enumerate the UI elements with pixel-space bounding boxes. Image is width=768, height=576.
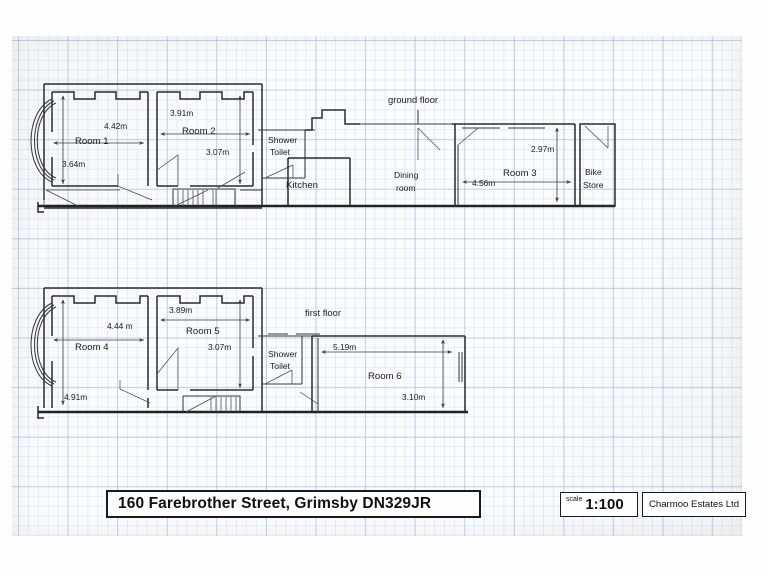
property-address: 160 Farebrother Street, Grimsby DN329JR <box>118 495 432 512</box>
scale-value: 1:100 <box>585 496 624 513</box>
scale-block: scale 1:100 <box>560 492 638 517</box>
scale-label: scale <box>566 496 583 503</box>
firm-block: Charmoo Estates Ltd <box>642 492 746 517</box>
graph-paper-sheet <box>12 36 742 536</box>
title-block: 160 Farebrother Street, Grimsby DN329JR <box>106 490 481 518</box>
firm-name: Charmoo Estates Ltd <box>648 499 740 510</box>
